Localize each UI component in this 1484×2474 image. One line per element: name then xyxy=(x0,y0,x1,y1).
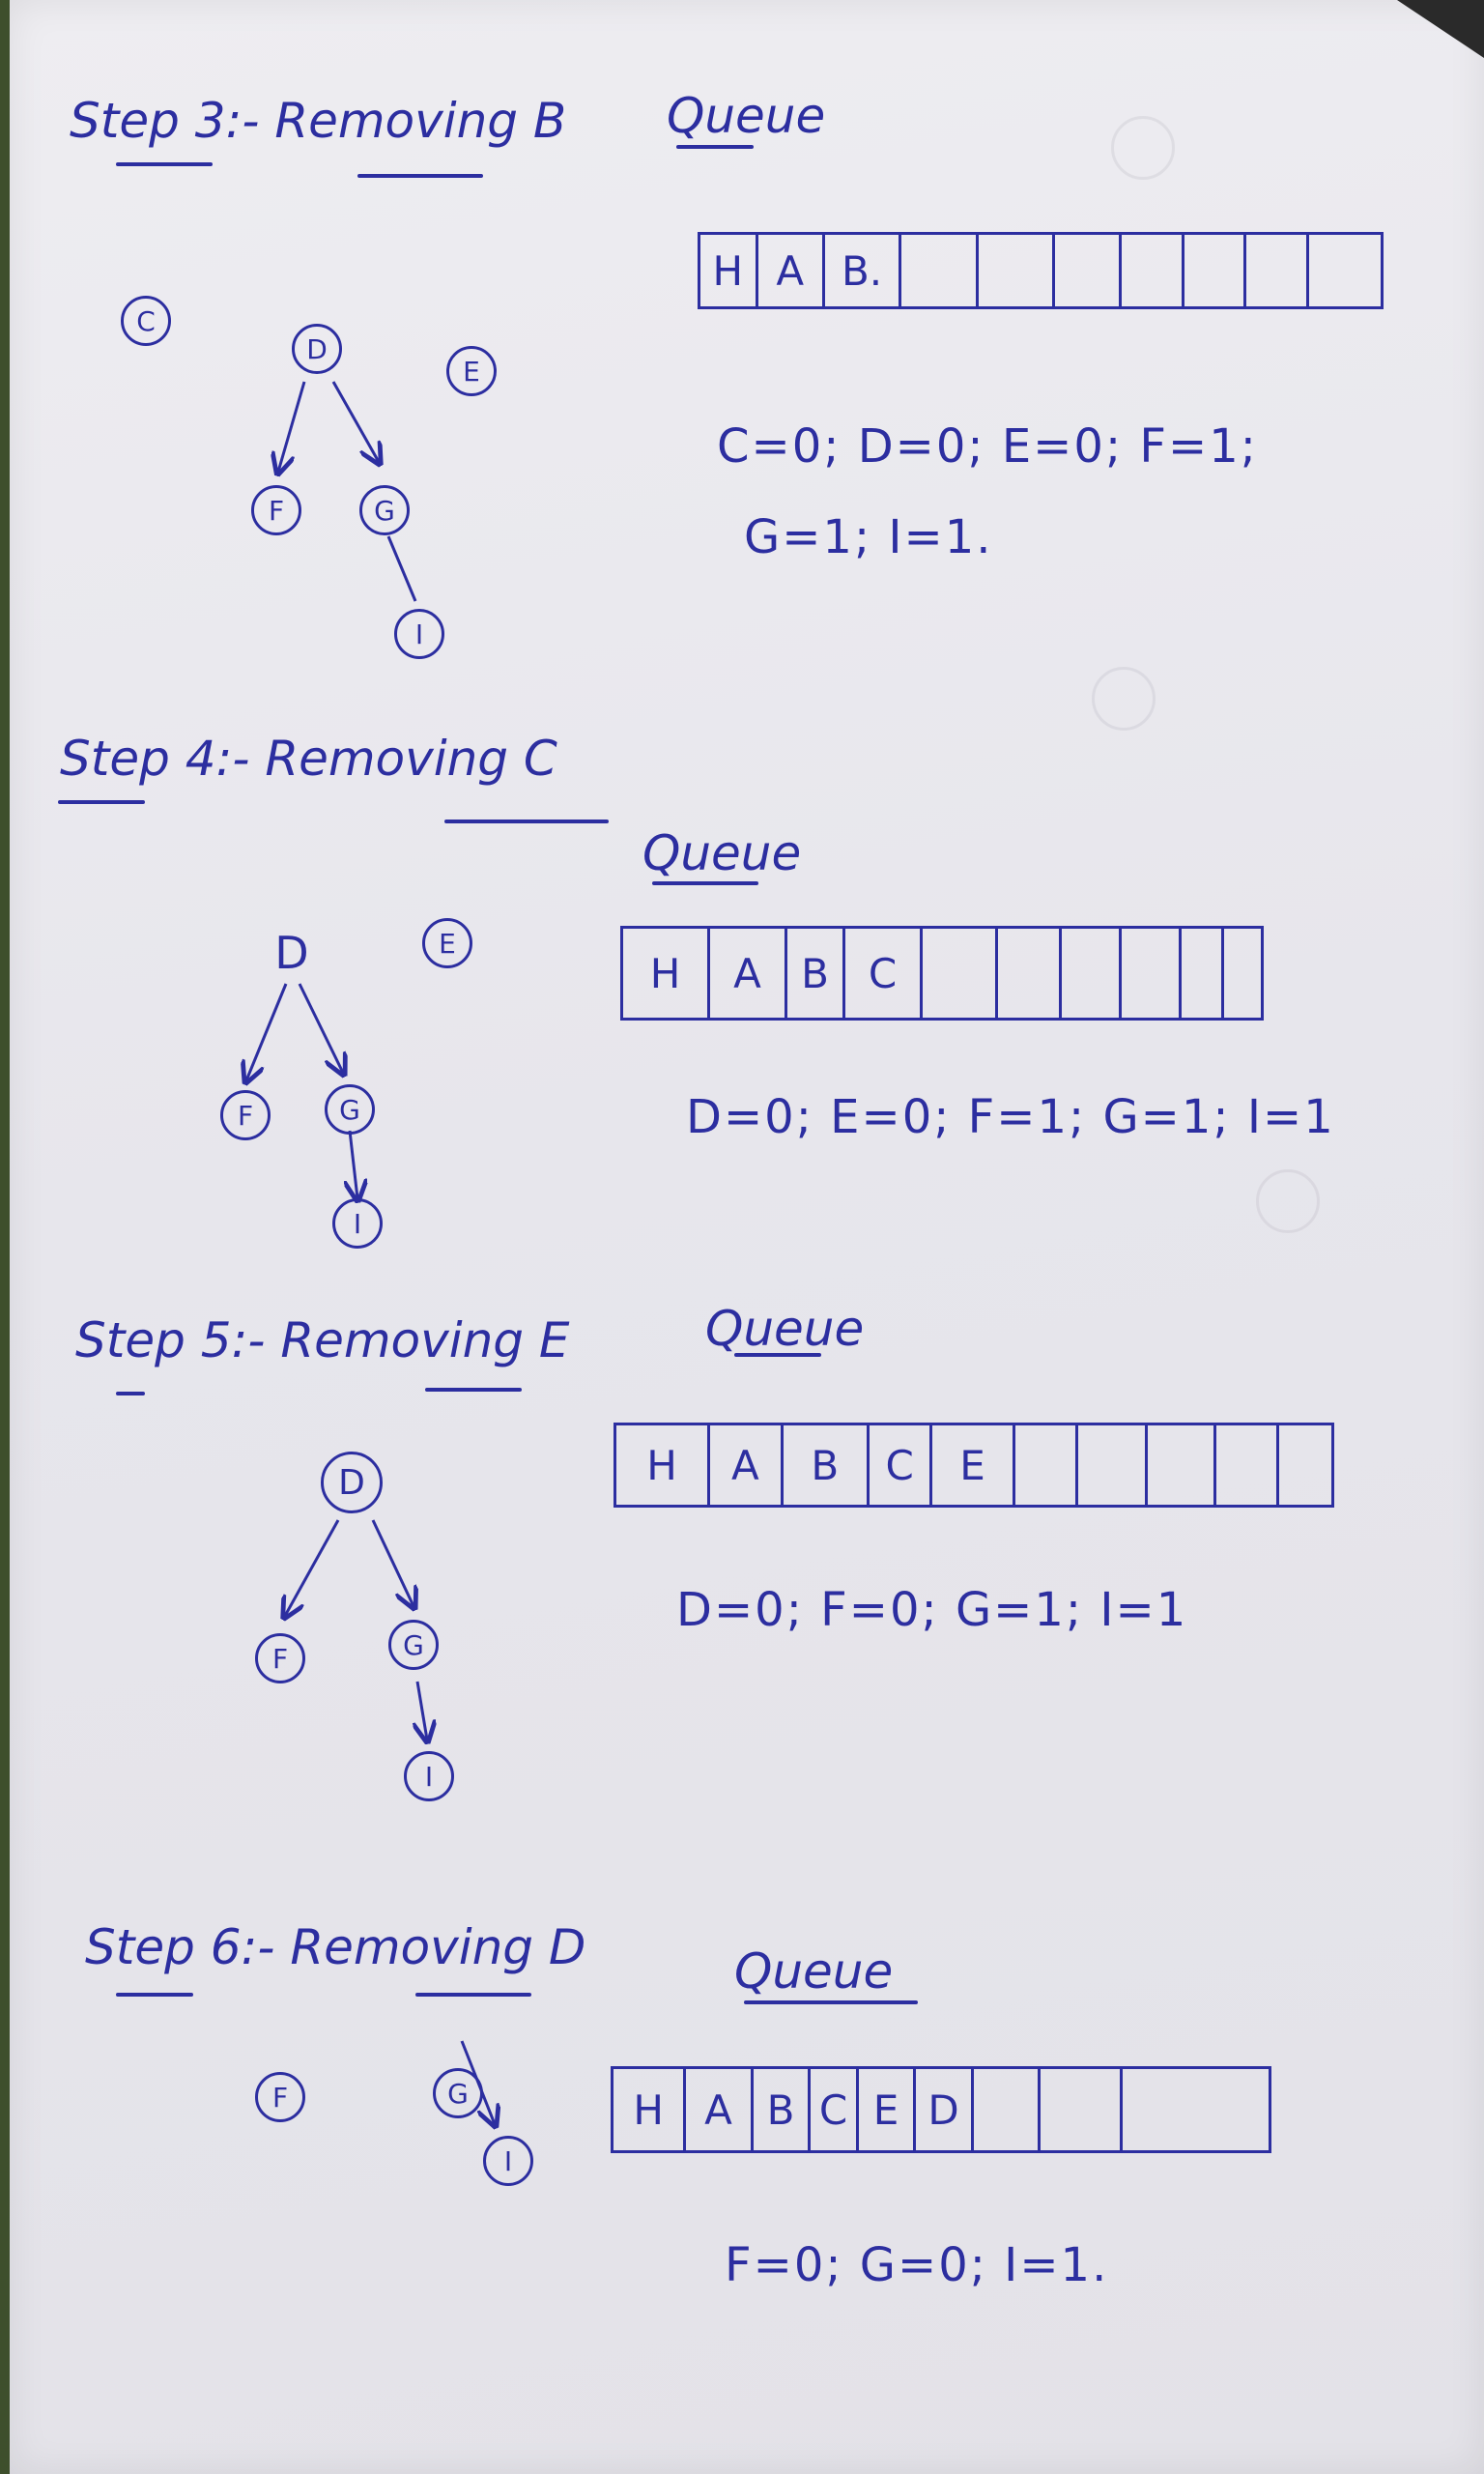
queue-label: Queue xyxy=(642,825,802,881)
graph-node-i: I xyxy=(483,2136,533,2186)
indegree-values: D=0; F=0; G=1; I=1 xyxy=(676,1583,1188,1637)
edge-d-f xyxy=(285,1519,340,1616)
edge-g-i xyxy=(350,1130,357,1198)
ghost-mark xyxy=(1111,116,1175,180)
title-underline xyxy=(116,1993,193,1997)
graph-node-i: I xyxy=(394,609,444,659)
queue-label-underline xyxy=(652,881,758,885)
queue-cell xyxy=(1184,235,1247,306)
indegree-values: G=1; I=1. xyxy=(744,510,993,564)
step-title: Step 3:- Removing B xyxy=(70,93,567,149)
queue-cell: E xyxy=(932,1425,1015,1505)
queue-cell xyxy=(1182,929,1224,1018)
queue-cell: C xyxy=(870,1425,933,1505)
queue-cell: C xyxy=(845,929,923,1018)
edge-d-f xyxy=(246,983,288,1080)
queue-cell: A xyxy=(710,929,787,1018)
queue-label-underline xyxy=(744,2000,918,2004)
edge-g-i xyxy=(417,1681,427,1740)
queue-cell xyxy=(1122,235,1184,306)
queue-cell xyxy=(923,929,998,1018)
queue-cell: B xyxy=(754,2069,812,2150)
queue-label-underline xyxy=(676,145,754,149)
indegree-values: C=0; D=0; E=0; F=1; xyxy=(717,419,1258,474)
graph-node-f: F xyxy=(220,1090,271,1140)
step-title: Step 5:- Removing E xyxy=(75,1312,570,1368)
graph-node-i: I xyxy=(332,1198,383,1249)
queue-label: Queue xyxy=(705,1301,865,1357)
queue-cell: A xyxy=(710,1425,784,1505)
queue-cell xyxy=(1224,929,1261,1018)
title-underline xyxy=(357,174,483,178)
graph-node-g: G xyxy=(388,1620,439,1670)
queue-cell: E xyxy=(859,2069,917,2150)
title-underline xyxy=(116,162,213,166)
queue-cell xyxy=(974,2069,1042,2150)
queue-cell xyxy=(979,235,1055,306)
edge-d-f xyxy=(278,381,306,472)
queue-cell xyxy=(1055,235,1123,306)
graph-node-e: E xyxy=(422,918,472,968)
graph-node-g: G xyxy=(433,2068,483,2118)
title-underline xyxy=(444,820,609,823)
queue-cell xyxy=(1041,2069,1124,2150)
queue-cell: A xyxy=(686,2069,754,2150)
queue-cell xyxy=(1078,1425,1148,1505)
queue-array: H A B C E D xyxy=(611,2066,1271,2153)
queue-cell xyxy=(1122,929,1182,1018)
queue-cell: H xyxy=(623,929,710,1018)
queue-cell: H xyxy=(616,1425,711,1505)
queue-cell xyxy=(1216,1425,1280,1505)
graph-node-g: G xyxy=(325,1084,375,1135)
queue-label: Queue xyxy=(667,88,826,144)
queue-array: H A B C xyxy=(620,926,1264,1021)
queue-cell: B xyxy=(784,1425,870,1505)
graph-node-d: D xyxy=(274,927,309,979)
queue-cell xyxy=(1309,235,1381,306)
graph-node-g: G xyxy=(359,485,410,535)
step-title: Step 6:- Removing D xyxy=(85,1919,586,1975)
queue-label: Queue xyxy=(734,1943,894,1999)
ghost-mark xyxy=(1256,1169,1320,1233)
title-underline xyxy=(58,800,145,804)
queue-cell: H xyxy=(614,2069,687,2150)
queue-cell: C xyxy=(811,2069,859,2150)
edge-g-i xyxy=(386,535,417,602)
graph-node-f: F xyxy=(251,485,301,535)
graph-node-c: C xyxy=(121,296,171,346)
queue-cell xyxy=(1062,929,1122,1018)
queue-cell xyxy=(1015,1425,1079,1505)
edge-d-g xyxy=(298,983,343,1073)
edge-d-g xyxy=(371,1519,414,1606)
graph-node-d: D xyxy=(321,1452,383,1513)
graph-node-i: I xyxy=(404,1751,454,1801)
title-underline xyxy=(415,1993,531,1997)
queue-cell: B xyxy=(787,929,845,1018)
queue-cell: H xyxy=(700,235,758,306)
queue-cell xyxy=(1279,1425,1331,1505)
queue-array: H A B. xyxy=(698,232,1384,309)
step-title: Step 4:- Removing C xyxy=(60,731,557,787)
queue-cell xyxy=(1123,2069,1269,2150)
queue-array: H A B C E xyxy=(614,1423,1334,1508)
title-underline xyxy=(425,1388,522,1392)
ghost-mark xyxy=(1092,667,1156,731)
indegree-values: D=0; E=0; F=1; G=1; I=1 xyxy=(686,1090,1335,1144)
notebook-page: Step 3:- Removing B Queue C D E F G I H … xyxy=(10,0,1484,2474)
queue-label-underline xyxy=(734,1353,821,1357)
queue-cell xyxy=(901,235,979,306)
graph-node-d: D xyxy=(292,324,342,374)
queue-cell xyxy=(1246,235,1309,306)
queue-cell xyxy=(1148,1425,1216,1505)
graph-node-f: F xyxy=(255,2072,305,2122)
title-underline xyxy=(116,1392,145,1395)
graph-node-e: E xyxy=(446,346,497,396)
indegree-values: F=0; G=0; I=1. xyxy=(725,2238,1109,2292)
queue-cell: A xyxy=(758,235,825,306)
queue-cell: B. xyxy=(825,235,902,306)
edge-d-g xyxy=(331,381,379,462)
queue-cell xyxy=(998,929,1062,1018)
graph-node-f: F xyxy=(255,1633,305,1683)
queue-cell: D xyxy=(916,2069,974,2150)
